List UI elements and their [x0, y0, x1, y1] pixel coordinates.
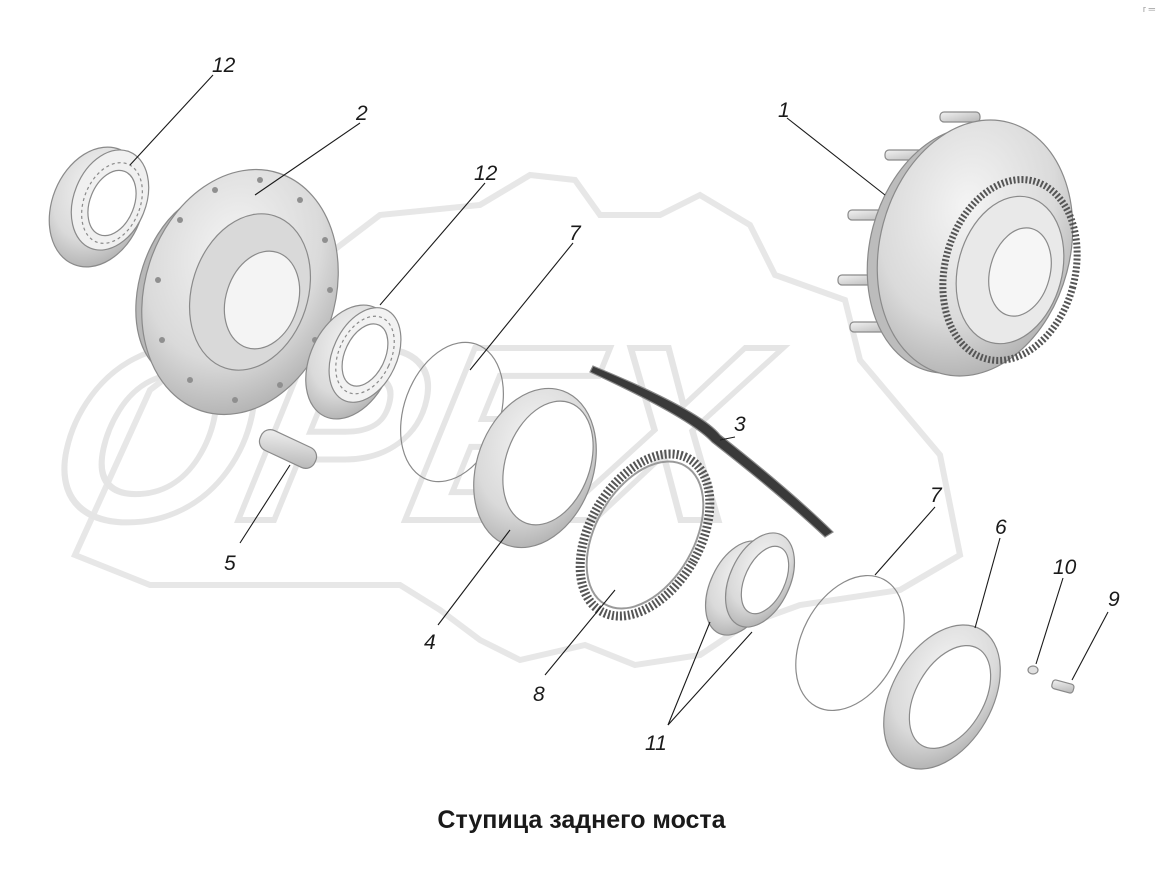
watermark-gear-outline [70, 171, 964, 669]
sleeve-4 [473, 387, 597, 549]
callout-4: 4 [424, 631, 436, 654]
callout-2: 2 [355, 102, 368, 125]
lock-plate-3 [589, 365, 834, 538]
bearing-12-left [48, 146, 150, 268]
washer-10 [1027, 665, 1039, 675]
hub-2 [135, 168, 339, 416]
callout-8: 8 [533, 683, 545, 706]
callout-12-left: 12 [212, 54, 236, 77]
callout-6: 6 [995, 516, 1007, 539]
gear-ring-8 [575, 449, 715, 621]
cover-6 [883, 624, 1001, 770]
rings-11 [704, 532, 796, 636]
bearing-12-middle [305, 304, 402, 420]
callout-12-middle: 12 [474, 162, 498, 185]
callout-3: 3 [734, 413, 746, 436]
pin-5 [258, 429, 318, 469]
hub-assembly-1 [837, 111, 1081, 377]
diagram-caption: Ступица заднего моста [437, 806, 726, 834]
callout-9: 9 [1108, 588, 1120, 611]
bolt-9 [1051, 679, 1075, 694]
corner-mark: г ═ [1142, 4, 1155, 14]
callout-1: 1 [778, 99, 790, 122]
callout-7-left: 7 [569, 222, 582, 245]
callout-5: 5 [224, 552, 236, 575]
gasket-7-right [795, 574, 905, 712]
callouts: 12 2 12 7 1 3 5 4 8 7 6 10 9 11 [212, 54, 1120, 755]
callout-10: 10 [1053, 556, 1077, 579]
callout-11: 11 [645, 732, 667, 755]
callout-7-right: 7 [930, 484, 943, 507]
leader-lines [129, 74, 1109, 726]
